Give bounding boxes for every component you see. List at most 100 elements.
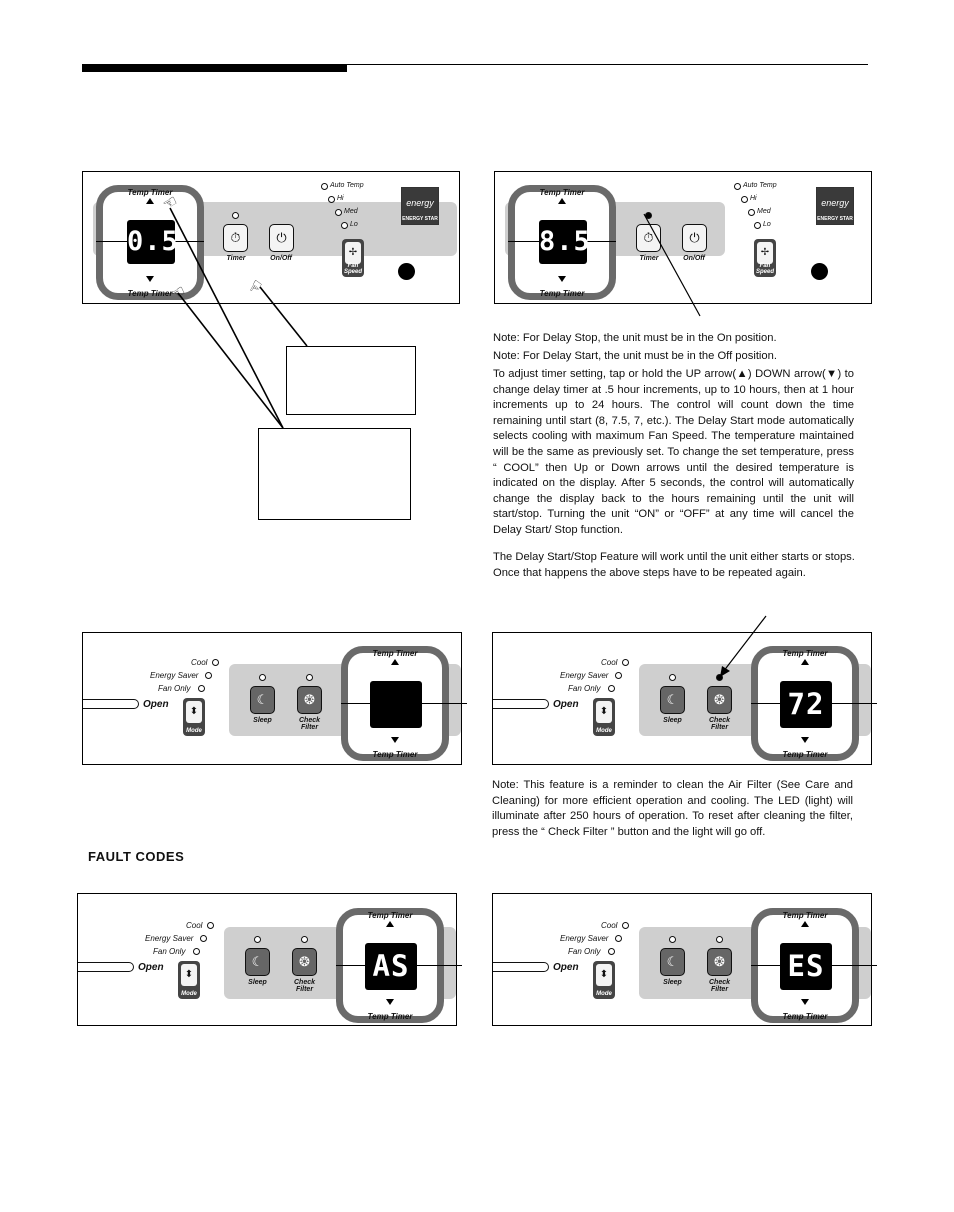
- ring-top-label: Temp Timer: [782, 649, 828, 658]
- fan-label-med: Med: [344, 208, 358, 215]
- open-slot: [493, 962, 549, 972]
- temp-timer-ring: Temp Timer AS Temp Timer: [336, 908, 462, 1023]
- ring-bottom-label: Temp Timer: [372, 750, 418, 759]
- fan-led-med: [335, 209, 342, 216]
- check-filter-label: Check Filter: [708, 979, 730, 993]
- power-icon: ⏻: [689, 230, 700, 245]
- open-slot: [78, 962, 134, 972]
- check-filter-button[interactable]: ❂: [707, 948, 732, 976]
- fan-label-auto: Auto Temp: [330, 182, 364, 189]
- up-arrow-icon[interactable]: [801, 659, 809, 665]
- mode-label-cool: Cool: [186, 921, 203, 930]
- check-filter-label: Check Filter: [708, 717, 730, 731]
- fan-only-led: [198, 685, 205, 692]
- temp-timer-ring: Temp Timer 0.5 Temp Timer: [96, 185, 204, 300]
- sleep-button[interactable]: ☾: [245, 948, 270, 976]
- led-display: ES: [780, 943, 832, 990]
- sleep-label: Sleep: [248, 979, 267, 986]
- cool-led: [212, 659, 219, 666]
- open-label: Open: [138, 962, 164, 973]
- onoff-button[interactable]: ⏻: [269, 224, 294, 252]
- cool-led: [207, 922, 214, 929]
- mode-button[interactable]: ⬍ Mode: [183, 698, 205, 736]
- mode-label-energy-saver: Energy Saver: [145, 934, 194, 943]
- mode-label-fan-only: Fan Only: [568, 947, 601, 956]
- fan-only-led: [608, 948, 615, 955]
- fan-led-lo: [341, 222, 348, 229]
- led-display: 0.5: [127, 220, 178, 264]
- fan-led-hi: [741, 196, 748, 203]
- down-arrow-icon[interactable]: [558, 276, 566, 282]
- energy-saver-led: [615, 935, 622, 942]
- fan-label-hi: Hi: [337, 195, 344, 202]
- timer-label: Timer: [226, 255, 246, 262]
- fan-icon: ✢: [345, 242, 361, 264]
- mode-button[interactable]: ⬍ Mode: [593, 698, 615, 736]
- fan-led-hi: [328, 196, 335, 203]
- mode-panel-right: Open Cool Energy Saver Fan Only ⬍ Mode ☾…: [492, 632, 877, 765]
- temp-timer-ring: Temp Timer Temp Timer: [341, 646, 467, 761]
- up-arrow-icon[interactable]: [146, 198, 154, 204]
- down-arrow-icon[interactable]: [801, 999, 809, 1005]
- down-arrow-icon[interactable]: [391, 737, 399, 743]
- up-arrow-icon[interactable]: [386, 921, 394, 927]
- timer-button[interactable]: ⏱: [636, 224, 661, 252]
- fault-panel-as: Open Cool Energy Saver Fan Only ⬍ Mode ☾…: [77, 893, 462, 1026]
- fan-label-hi: Hi: [750, 195, 757, 202]
- energy-saver-led: [200, 935, 207, 942]
- mode-label-fan-only: Fan Only: [568, 684, 601, 693]
- timer-button[interactable]: ⏱: [223, 224, 248, 252]
- ring-top-label: Temp Timer: [782, 911, 828, 920]
- open-slot: [83, 699, 139, 709]
- onoff-button[interactable]: ⏻: [682, 224, 707, 252]
- section-bar: [82, 65, 347, 72]
- sleep-button[interactable]: ☾: [660, 686, 685, 714]
- ring-top-label: Temp Timer: [539, 188, 585, 197]
- mode-panel-left: Open Cool Energy Saver Fan Only ⬍ Mode ☾…: [82, 632, 467, 765]
- fan-label-lo: Lo: [350, 221, 358, 228]
- timer-panel-right: Temp Timer 8.5 Temp Timer ⏱ Timer ⏻ On/O…: [494, 171, 872, 304]
- check-filter-button[interactable]: ❂: [707, 686, 732, 714]
- repeat-instructions: The Delay Start/Stop Feature will work u…: [493, 551, 855, 579]
- check-filter-button[interactable]: ❂: [297, 686, 322, 714]
- fan-label-auto: Auto Temp: [743, 182, 777, 189]
- down-arrow-icon[interactable]: [386, 999, 394, 1005]
- check-filter-button[interactable]: ❂: [292, 948, 317, 976]
- fan-only-led: [193, 948, 200, 955]
- fan-label-lo: Lo: [763, 221, 771, 228]
- ring-bottom-label: Temp Timer: [127, 289, 173, 298]
- fan-label-med: Med: [757, 208, 771, 215]
- mode-button[interactable]: ⬍ Mode: [593, 961, 615, 999]
- down-arrow-icon[interactable]: [801, 737, 809, 743]
- up-arrow-icon[interactable]: [801, 921, 809, 927]
- filter-icon: ❂: [304, 692, 315, 707]
- up-down-icon: ⬍: [596, 701, 612, 723]
- up-arrow-icon[interactable]: [391, 659, 399, 665]
- filter-note: Note: This feature is a reminder to clea…: [492, 779, 853, 838]
- led-display: 8.5: [539, 220, 590, 264]
- timer-label: Timer: [639, 255, 659, 262]
- ring-bottom-label: Temp Timer: [367, 1012, 413, 1021]
- fan-speed-button[interactable]: ✢ Fan Speed: [342, 239, 364, 277]
- fan-only-led: [608, 685, 615, 692]
- check-filter-led: [716, 936, 723, 943]
- sleep-button[interactable]: ☾: [250, 686, 275, 714]
- energy-star-logo: energy ENERGY STAR: [816, 187, 854, 225]
- fan-speed-button[interactable]: ✢ Fan Speed: [754, 239, 776, 277]
- ring-bottom-label: Temp Timer: [782, 1012, 828, 1021]
- filter-icon: ❂: [299, 954, 310, 969]
- check-filter-label: Check Filter: [298, 717, 320, 731]
- down-arrow-icon[interactable]: [146, 276, 154, 282]
- mode-label-cool: Cool: [191, 658, 208, 667]
- mode-button[interactable]: ⬍ Mode: [178, 961, 200, 999]
- sleep-button[interactable]: ☾: [660, 948, 685, 976]
- indicator-knob: [811, 263, 828, 280]
- mode-button-label: Mode: [596, 728, 612, 734]
- moon-icon: ☾: [666, 954, 679, 969]
- led-display: 72: [780, 681, 832, 728]
- sleep-label: Sleep: [253, 717, 272, 724]
- up-arrow-icon[interactable]: [558, 198, 566, 204]
- sleep-led: [259, 674, 266, 681]
- power-icon: ⏻: [276, 230, 287, 245]
- fan-led-med: [748, 209, 755, 216]
